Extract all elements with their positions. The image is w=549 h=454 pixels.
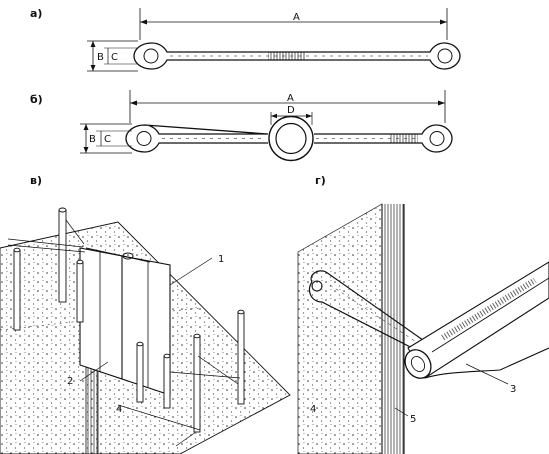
rebar-column (85, 359, 99, 454)
panel-g: г) 3 5 4 (297, 174, 549, 454)
callout-2: 2 (67, 376, 73, 387)
callout-5: 5 (410, 414, 416, 425)
dimension-a-length: A (139, 8, 448, 40)
concrete-wall (297, 203, 383, 454)
panel-v: в) (0, 174, 291, 454)
callout-4: 4 (116, 404, 122, 415)
waterstop-profile-a (133, 42, 461, 70)
dim-d-text: D (287, 105, 295, 116)
panel-v-label: в) (30, 174, 42, 187)
waterstop-profile-b (125, 115, 453, 162)
panel-g-label: г) (315, 174, 326, 187)
wall-edge-hatching (382, 204, 404, 454)
leader-lines-v (7, 219, 241, 447)
callout-4-g: 4 (310, 404, 316, 415)
waterstop-through-wall (308, 270, 431, 358)
dim-b-text: B (97, 52, 104, 63)
panel-b-label: б) (30, 93, 43, 106)
dimension-b-height: B C (80, 123, 132, 154)
panel-a-label: а) (30, 7, 42, 20)
dim-b-b-text: B (89, 134, 96, 145)
panel-a: а) A B C (30, 7, 461, 72)
dim-b-a-text: A (287, 93, 294, 104)
steel-posts (13, 207, 245, 433)
waterstop-roll (404, 261, 549, 379)
dimension-a-height: B C (87, 40, 138, 72)
callout-1: 1 (218, 254, 224, 265)
dim-a-text: A (293, 12, 300, 23)
dim-b-c-text: C (104, 134, 111, 145)
dimension-b-length: A (129, 90, 446, 123)
panel-b: б) A D B C (30, 90, 453, 162)
callout-3: 3 (510, 384, 516, 395)
dim-c-text: C (111, 52, 118, 63)
